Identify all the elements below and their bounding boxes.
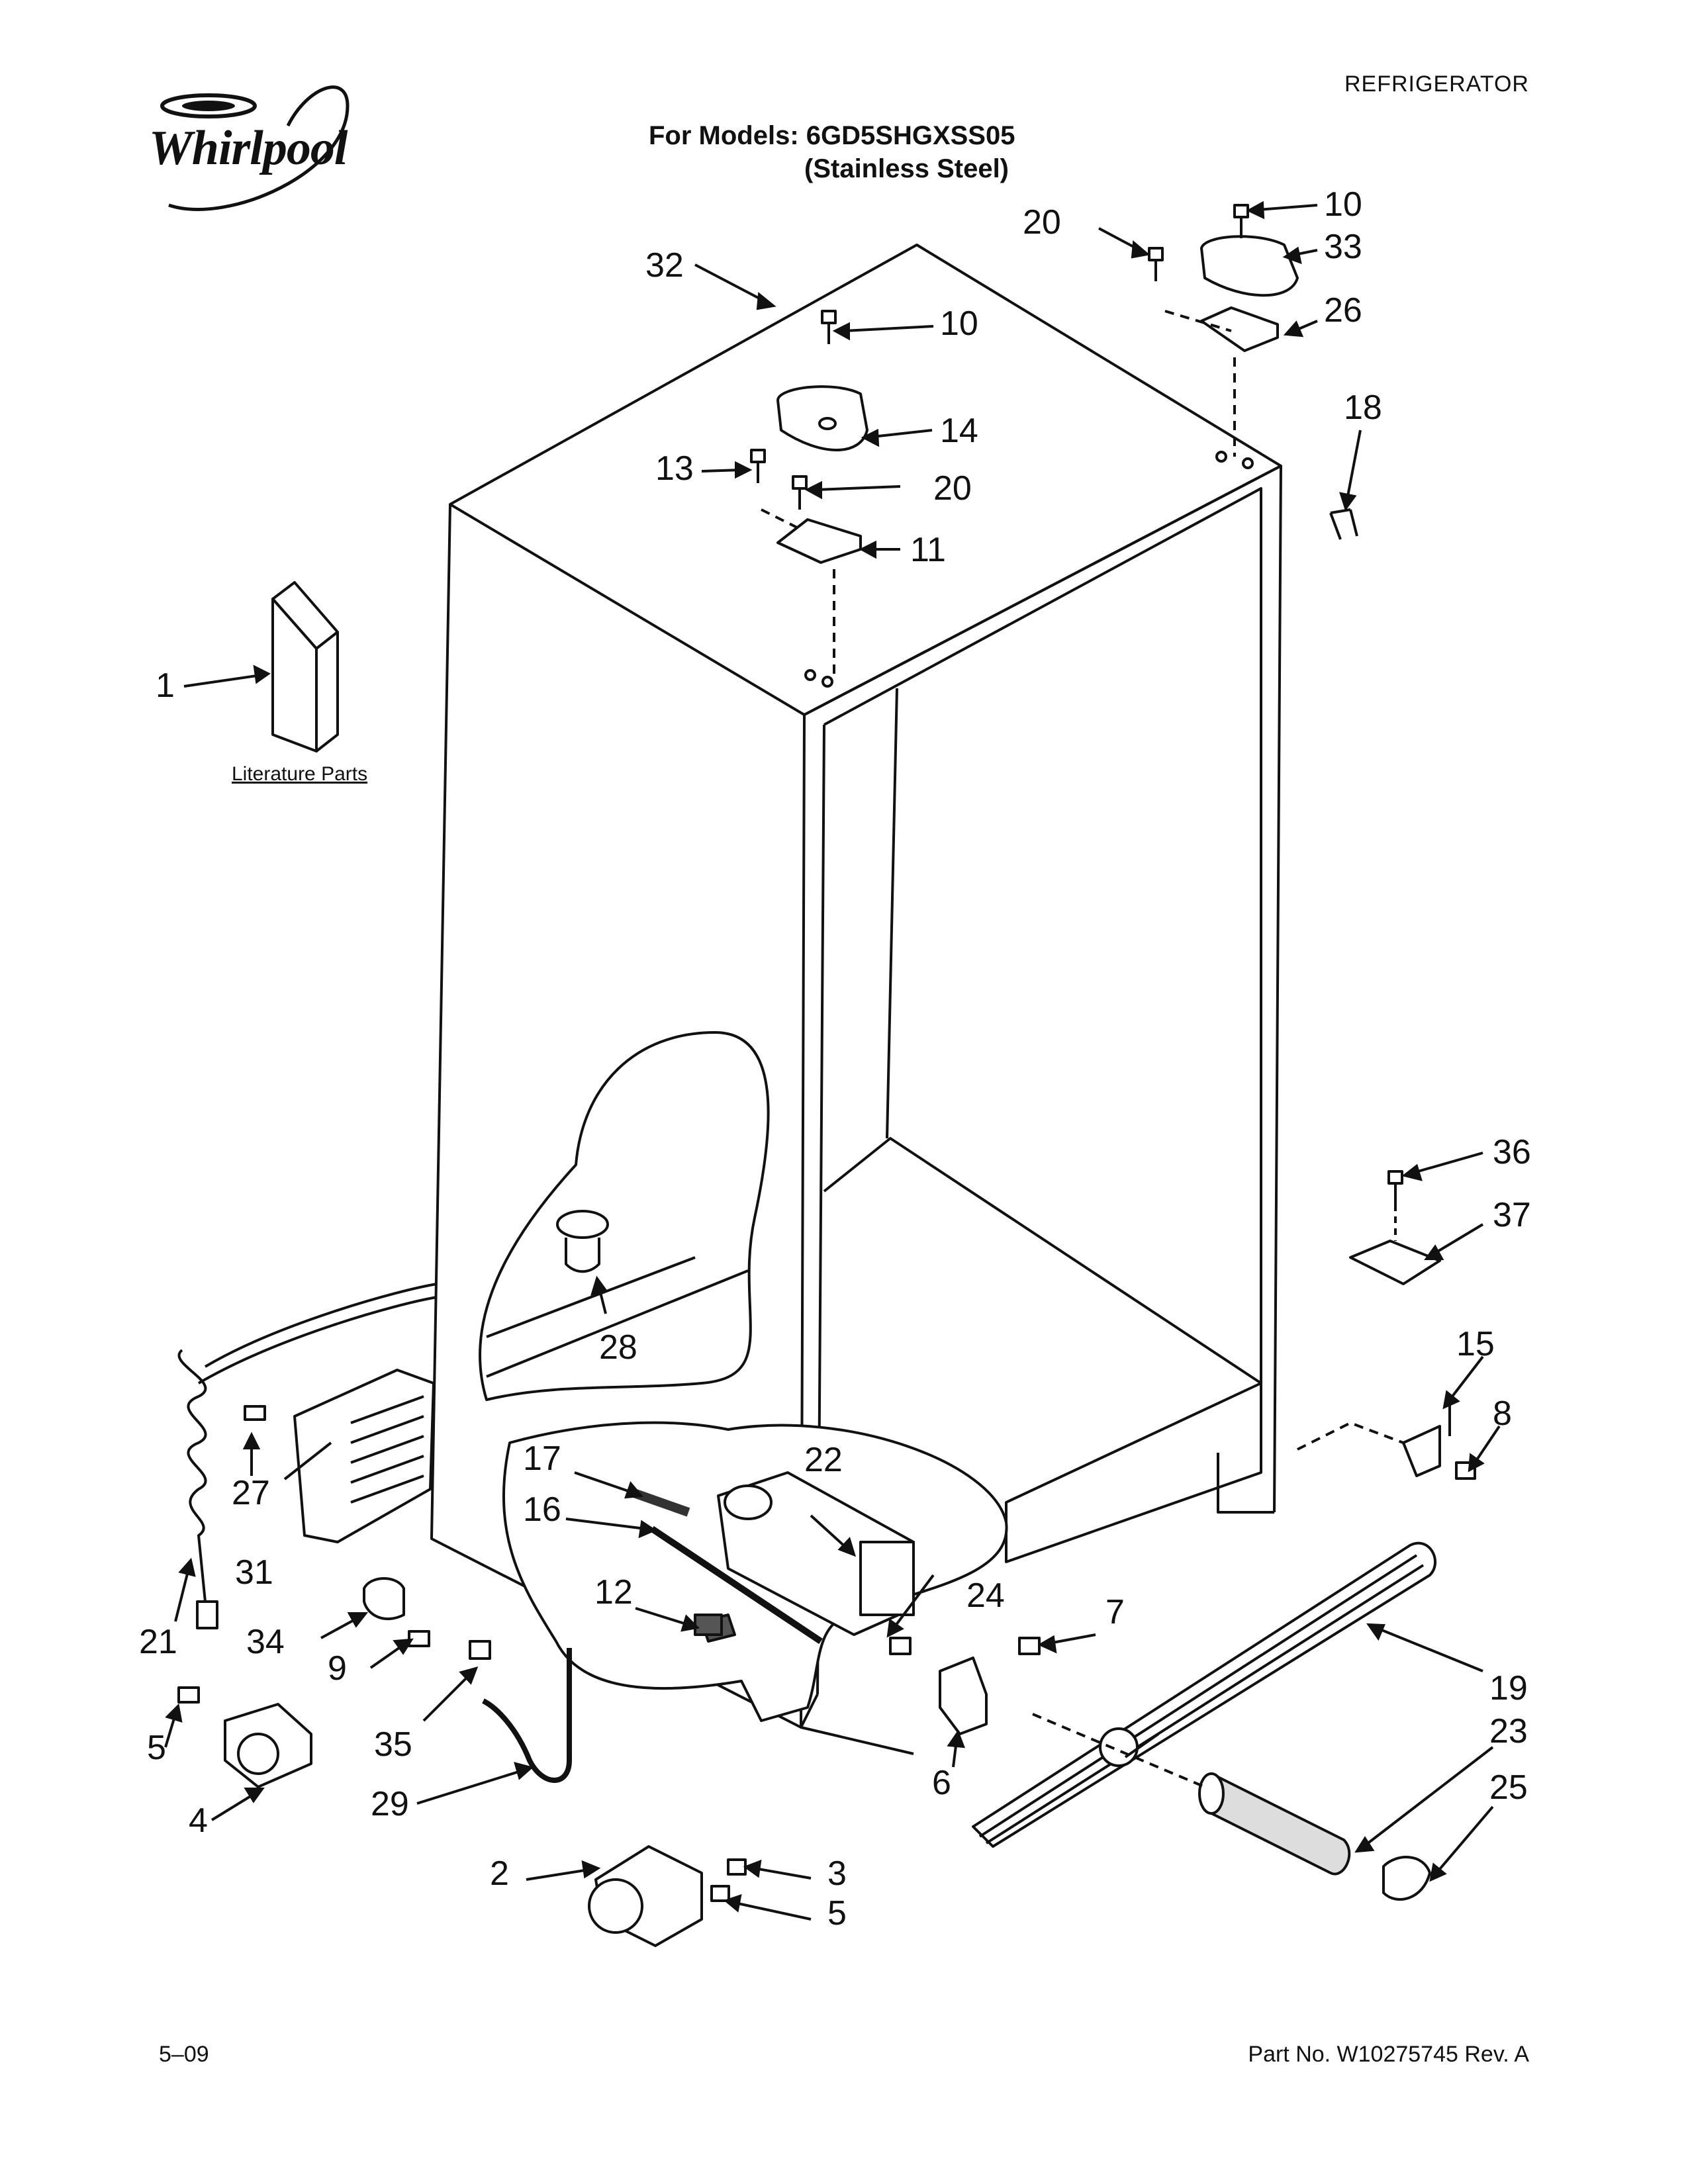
callout-6: 6 xyxy=(932,1764,951,1802)
literature-parts-label: Literature Parts xyxy=(232,763,368,785)
tube-16 xyxy=(650,1525,823,1645)
callout-37: 37 xyxy=(1493,1196,1531,1234)
callout-19: 19 xyxy=(1489,1669,1528,1707)
rear-panel xyxy=(293,1369,435,1543)
callout-9: 9 xyxy=(328,1649,347,1688)
models-line-1: For Models: 6GD5SHGXSS05 xyxy=(649,121,1015,150)
callout-21: 21 xyxy=(139,1623,177,1661)
callout-7: 7 xyxy=(1105,1593,1125,1631)
callout-10b: 10 xyxy=(1324,185,1362,224)
leader-arrows xyxy=(164,201,1501,1921)
callout-24: 24 xyxy=(966,1576,1005,1615)
callout-31: 31 xyxy=(235,1553,273,1592)
filter-cap xyxy=(1382,1856,1431,1901)
callout-13: 13 xyxy=(655,449,694,488)
callout-2: 2 xyxy=(490,1854,509,1893)
callout-35: 35 xyxy=(374,1725,412,1764)
callout-20a: 20 xyxy=(933,469,972,508)
callout-10a: 10 xyxy=(940,304,978,343)
callout-12: 12 xyxy=(594,1573,633,1612)
callout-17: 17 xyxy=(523,1439,561,1478)
screw-3 xyxy=(727,1858,747,1876)
hinge-cover-right xyxy=(1200,235,1299,297)
screw-5b xyxy=(710,1885,730,1902)
screw-5a xyxy=(177,1686,200,1704)
callout-26: 26 xyxy=(1324,291,1362,330)
callout-29: 29 xyxy=(371,1785,409,1823)
grommet-28 xyxy=(556,1210,609,1239)
bracket-6 xyxy=(939,1657,988,1735)
literature-booklet xyxy=(271,581,339,752)
callout-18: 18 xyxy=(1344,388,1382,427)
screw-35 xyxy=(469,1640,491,1660)
category-label: REFRIGERATOR xyxy=(1344,71,1529,97)
screw-9 xyxy=(408,1630,430,1647)
callout-8: 8 xyxy=(1493,1394,1512,1433)
callout-4: 4 xyxy=(189,1801,208,1840)
revision-date: 5–09 xyxy=(159,2042,209,2067)
callout-32: 32 xyxy=(645,246,684,285)
callout-36: 36 xyxy=(1493,1133,1531,1171)
callout-23: 23 xyxy=(1489,1712,1528,1751)
callout-5b: 5 xyxy=(827,1894,847,1933)
callout-28: 28 xyxy=(599,1328,637,1367)
callout-14: 14 xyxy=(940,412,978,450)
models-heading: For Models: 6GD5SHGXSS05 (Stainless Stee… xyxy=(649,119,1015,185)
callout-11: 11 xyxy=(910,531,946,569)
callout-5a: 5 xyxy=(147,1729,166,1767)
dispenser-valve xyxy=(717,1471,915,1636)
callout-34: 34 xyxy=(246,1623,285,1661)
models-line-2: (Stainless Steel) xyxy=(804,154,1009,183)
plate-34 xyxy=(363,1577,405,1621)
callout-3: 3 xyxy=(827,1854,847,1893)
screw-27 xyxy=(244,1405,266,1421)
callout-27: 27 xyxy=(232,1474,270,1512)
cutaway-left xyxy=(479,1031,770,1401)
callout-22: 22 xyxy=(804,1441,843,1479)
screw-7 xyxy=(1018,1637,1041,1655)
water-filter xyxy=(1203,1776,1351,1876)
callout-16: 16 xyxy=(523,1490,561,1529)
water-line xyxy=(482,1648,572,1783)
bracket-37 xyxy=(1349,1240,1441,1285)
logo-swoosh-icon xyxy=(160,85,350,211)
callout-1: 1 xyxy=(156,666,175,705)
hinge-15 xyxy=(1402,1425,1441,1477)
part-number: Part No. W10275745 Rev. A xyxy=(1248,2042,1529,2067)
brand-name: Whirlpool xyxy=(149,121,348,175)
screw-8 xyxy=(1455,1461,1476,1480)
callout-20b: 20 xyxy=(1023,203,1061,242)
brand-logo: Whirlpool xyxy=(129,79,407,225)
callout-25: 25 xyxy=(1489,1768,1528,1807)
hinge-bracket-top xyxy=(776,518,862,564)
callout-33: 33 xyxy=(1324,228,1362,266)
clip-12b xyxy=(694,1614,723,1636)
hinge-bracket-right xyxy=(1200,306,1279,352)
screw-24 xyxy=(889,1637,912,1655)
callout-15: 15 xyxy=(1456,1325,1495,1363)
power-cord xyxy=(177,1283,438,1629)
